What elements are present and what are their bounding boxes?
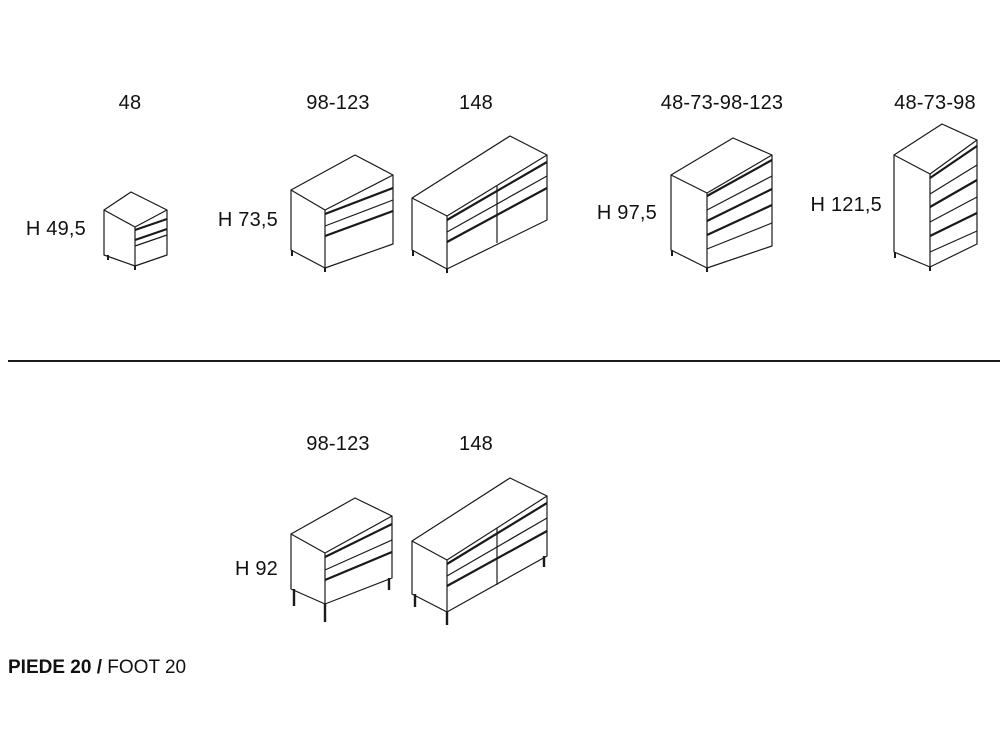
height-label-97-5: H 97,5 xyxy=(596,202,657,224)
chest-148-foot xyxy=(411,477,548,625)
width-label-148: 148 xyxy=(459,92,493,114)
tall-chest-48-73-98-123 xyxy=(670,137,773,272)
caption-bold: PIEDE 20 / xyxy=(8,657,102,678)
foot-caption: PIEDE 20 / FOOT 20 xyxy=(8,657,186,679)
height-label-121-5: H 121,5 xyxy=(810,194,882,216)
width-label-48: 48 xyxy=(118,92,142,114)
width-label-48-73-98: 48-73-98 xyxy=(894,92,976,114)
chest-98-123 xyxy=(290,154,394,272)
height-label-49-5: H 49,5 xyxy=(25,218,86,240)
width-label-148-foot: 148 xyxy=(459,433,493,455)
width-label-48-73-98-123: 48-73-98-123 xyxy=(660,92,784,114)
caption-normal: FOOT 20 xyxy=(102,657,187,678)
width-label-98-123-foot: 98-123 xyxy=(306,433,370,455)
width-label-98-123: 98-123 xyxy=(306,92,370,114)
nightstand-48 xyxy=(103,191,168,270)
chest-148 xyxy=(411,135,548,273)
height-label-73-5: H 73,5 xyxy=(217,209,278,231)
chest-98-123-foot xyxy=(290,497,393,622)
tallboy-48-73-98 xyxy=(893,123,978,271)
height-label-92: H 92 xyxy=(234,558,278,580)
section-divider xyxy=(8,360,1000,362)
